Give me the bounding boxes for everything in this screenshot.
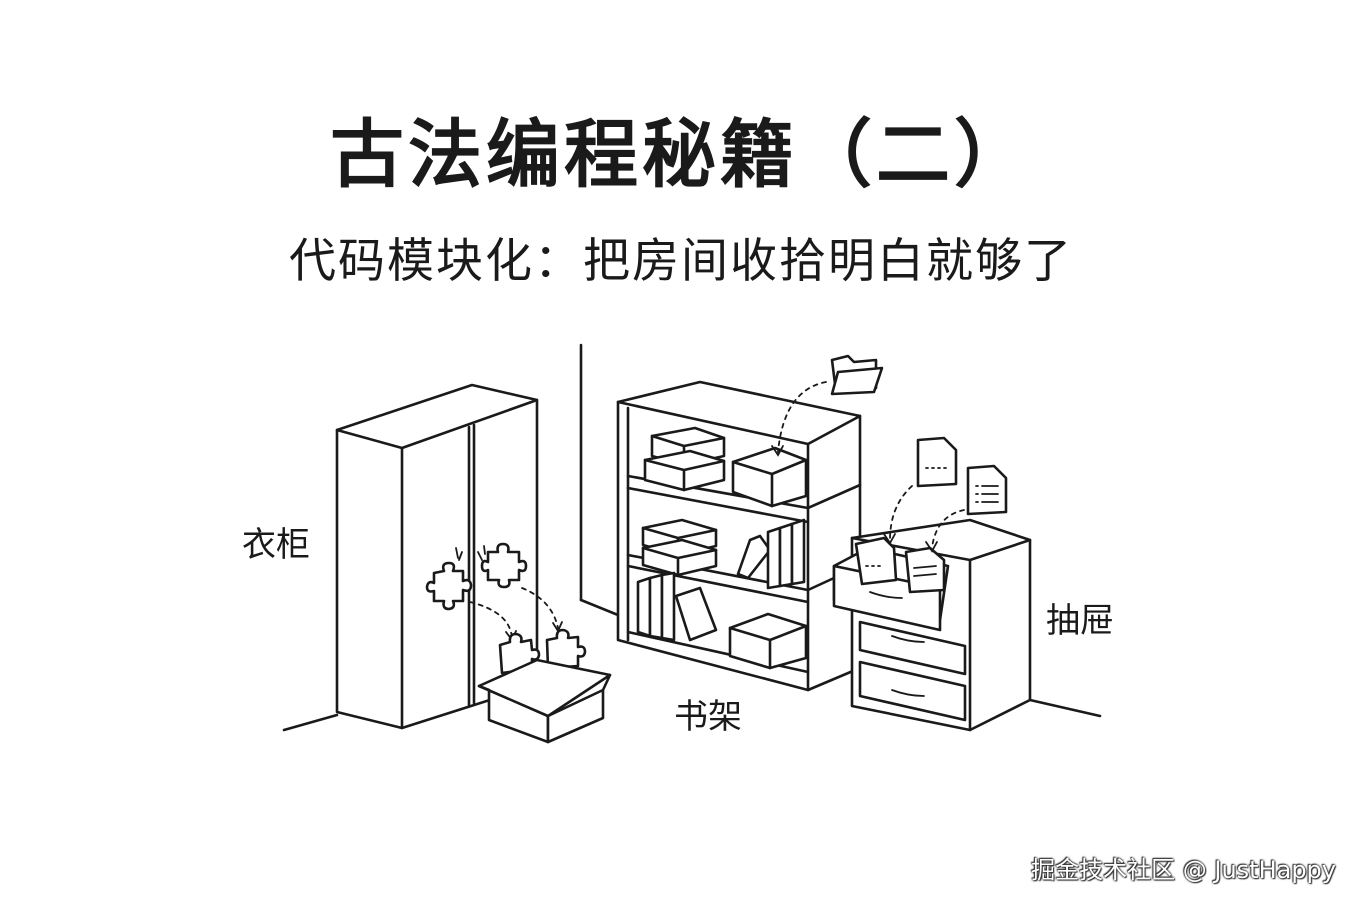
wardrobe: [335, 383, 539, 730]
page-title: 古法编程秘籍（二）: [330, 112, 1032, 198]
document-icon: [916, 436, 958, 488]
folder-icon: [830, 354, 884, 396]
wardrobe-label: 衣柜: [242, 525, 310, 565]
watermark: 掘金技术社区 @ JustHappy: [1031, 856, 1336, 884]
upright-books: [736, 518, 806, 590]
book-stack: [641, 518, 718, 577]
storage-box: [731, 446, 808, 508]
document-icon: [854, 536, 946, 594]
upright-books: [636, 571, 718, 642]
arrow-icon: [521, 587, 559, 629]
bookshelf-label: 书架: [674, 697, 742, 737]
arrow-icon: [777, 381, 827, 453]
list-document-icon: [966, 464, 1008, 516]
book-stack: [643, 426, 726, 492]
puzzle-piece-icon: [425, 547, 473, 611]
puzzle-box: [477, 628, 612, 744]
drawer-label: 抽屉: [1046, 601, 1114, 641]
room-lines: [282, 343, 1102, 732]
storage-box: [728, 612, 808, 670]
arrow-icon: [889, 485, 913, 541]
arrow-icon: [931, 509, 965, 549]
puzzle-piece-icon: [477, 542, 528, 589]
page-subtitle: 代码模块化：把房间收拾明白就够了: [289, 234, 1073, 289]
arrow-icon: [469, 601, 513, 639]
